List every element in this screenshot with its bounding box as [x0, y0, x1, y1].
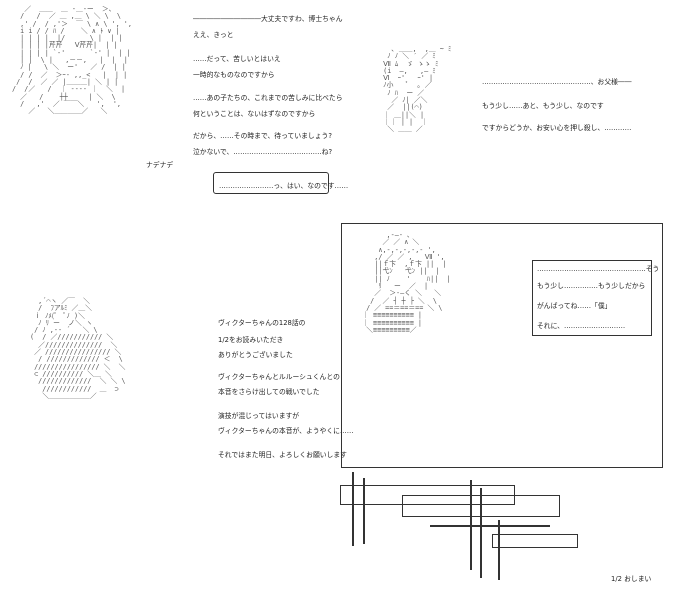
afterword-line: ヴィクターちゃんの本音が、ようやくに…… [218, 427, 354, 435]
sfx-text: ナデナデ [146, 161, 174, 169]
deco-rect [492, 534, 578, 548]
scroll-speech-text: ……………………っ、はい、なのです…… [219, 182, 349, 190]
panel-frame [341, 223, 663, 468]
afterword-line: ヴィクターちゃんの128話の [218, 319, 306, 327]
speech-box [532, 260, 652, 336]
deco-line [363, 478, 365, 544]
afterword-line: ヴィクターちゃんとルルーシュくんとの [218, 373, 340, 381]
dialogue-line: 泣かないで、…………………………………ね? [193, 148, 333, 156]
page-end-label: 1/2 おしまい [611, 575, 652, 583]
speech-line: …………………………………………そう [537, 265, 660, 273]
dialogue-line: ですからどうか、お安い心を押し殺し、………… [482, 124, 632, 132]
character-ascii-art-2: ､ ＿＿, ,＿ ~ ﾐ ﾉ ﾉ ＼ ′ ／ ﾐ Ⅶ ﾑ ゞ ゝゝ ﾐ (i ―… [383, 45, 452, 134]
dialogue-line: ……あの子たちの、これまでの苦しみに比べたら [193, 94, 343, 102]
afterword-line: 演技が混じってはいますが [218, 412, 300, 420]
dialogue-line: もう少し……あと、もう少し、なのです [482, 102, 604, 110]
afterword-line: ありがとうございました [218, 351, 293, 359]
dialogue-line: だから、……その時まで、待っていましょう? [193, 132, 332, 140]
character-ascii-art-4: ,‐―‐ ､ ／ ／ ∧ ＼ ∧,‐,‐,‐,‐,‐ ', ,/ ／ ／ , Ⅶ… [362, 231, 451, 334]
dialogue-line: ――――――――――大丈夫ですわ、博士ちゃん [193, 15, 343, 23]
character-ascii-art-3: ,´⌒ヽ ／￣ ＼ / ﾌアﾙﾐ ／＿＼ ｉ ﾉﾒ(ﾟ ﾟﾉ )＼ ﾉ ﾘ ー … [30, 297, 126, 400]
dialogue-line: 一時的なものなのですから [193, 71, 275, 79]
afterword-line: 1/2をお読みいただき [218, 336, 284, 344]
dialogue-line: 何ということは、ないはずなのですから [193, 110, 316, 118]
character-ascii-art-1: ／ ＿＿ ＿ -＿-ー ＞、 / / ／ ＿ ,＿ \ ＼ \ \ ,' / /… [12, 5, 132, 116]
deco-line [498, 520, 500, 580]
deco-line [352, 472, 354, 546]
dialogue-line: ……だって、苦しいとはいえ [193, 55, 281, 63]
scroll-speech-box [213, 172, 329, 194]
dialogue-line: …………………………………………、お父様―― [482, 78, 632, 86]
afterword-line: それではまた明日、よろしくお願いします [218, 451, 347, 459]
speech-line: もう少し……………もう少しだから [537, 282, 646, 290]
speech-line: それに、……………………… [537, 322, 626, 330]
deco-line [480, 488, 482, 578]
afterword-line: 本音をさらけ出しての戦いでした [218, 388, 320, 396]
dialogue-line: ええ、きっと [193, 31, 234, 39]
deco-line [430, 525, 550, 527]
speech-line: がんばってね……「僕」 [537, 302, 612, 310]
